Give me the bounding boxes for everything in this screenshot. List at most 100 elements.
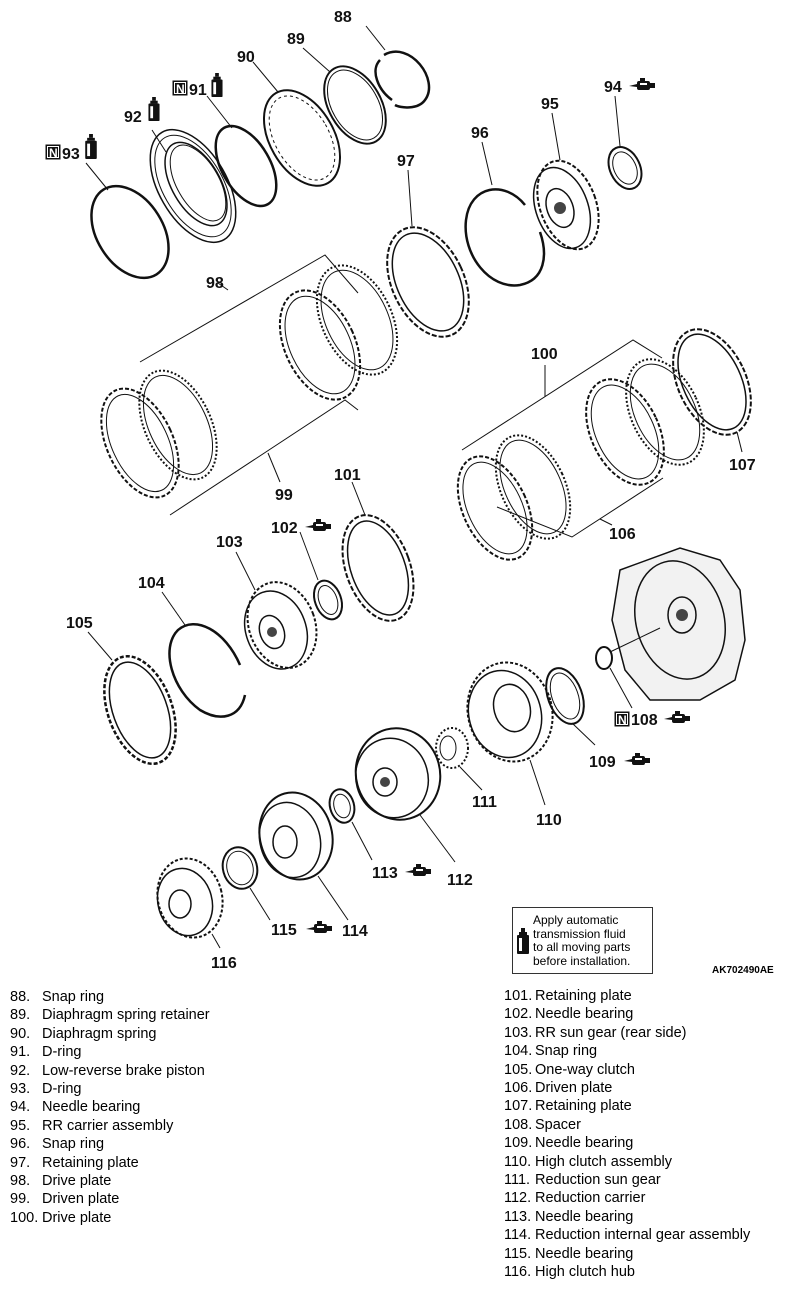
legend-item: 100.Drive plate — [10, 1209, 112, 1226]
part-109-needle-bearing — [545, 667, 585, 725]
legend-item: 111.Reduction sun gear — [504, 1172, 661, 1189]
oil-can-icon-115 — [306, 921, 332, 933]
part-90-diaphragm-spring — [263, 89, 341, 187]
part-103-rr-sun-gear — [243, 581, 318, 670]
oil-can-icon-113 — [405, 864, 431, 876]
callout-115: 115 — [271, 922, 297, 939]
legend-item: 88.Snap ring — [10, 989, 105, 1005]
note-line-2: transmission fluid — [533, 926, 626, 941]
callout-112: 112 — [447, 872, 473, 889]
clutch-pack-100-106 — [456, 358, 705, 561]
exploded-view-diagram: 88 89 90 N 91 92 N 93 94 95 96 97 98 99 … — [45, 9, 756, 972]
callout-96: 96 — [471, 125, 489, 142]
part-113-needle-bearing — [328, 788, 356, 824]
part-114-reduction-internal-gear-assembly — [258, 791, 334, 881]
part-101-retaining-plate — [341, 514, 415, 622]
part-93-d-ring — [90, 184, 170, 280]
part-108-spacer — [595, 646, 613, 670]
legend-item: 97.Retaining plate — [10, 1154, 139, 1171]
callout-97: 97 — [397, 153, 415, 170]
clutch-pack-98-99 — [100, 264, 399, 499]
callout-105: 105 — [66, 615, 93, 632]
part-97-retaining-plate — [386, 226, 470, 338]
atf-can-icon-93 — [85, 134, 97, 159]
callout-88: 88 — [334, 9, 352, 26]
callout-116: 116 — [211, 955, 237, 972]
bracket-106 — [496, 477, 664, 538]
new-part-letter-93: N — [49, 146, 58, 160]
callout-92: 92 — [124, 109, 142, 126]
part-91-d-ring — [214, 124, 278, 208]
legend-item: 106.Driven plate — [504, 1080, 613, 1097]
note-line-1: Apply automatic — [533, 913, 619, 927]
note-line-4: before installation. — [533, 953, 631, 968]
callout-113: 113 — [372, 865, 398, 882]
transmission-housing — [609, 547, 746, 701]
callout-114: 114 — [342, 923, 368, 940]
legend-item: 105.One-way clutch — [504, 1061, 635, 1078]
callout-110: 110 — [536, 812, 562, 829]
legend-item: 109.Needle bearing — [504, 1135, 634, 1152]
new-part-letter-91: N — [176, 82, 185, 96]
legend-item: 112.Reduction carrier — [504, 1190, 646, 1207]
oil-can-icon-109 — [624, 753, 650, 765]
legend-item: 90.Diaphragm spring — [10, 1025, 157, 1042]
callout-95: 95 — [541, 96, 559, 113]
part-89-diaphragm-spring-retainer — [323, 65, 387, 145]
callout-93: 93 — [62, 146, 80, 163]
callout-99: 99 — [275, 487, 293, 504]
legend-item: 104.Snap ring — [504, 1043, 598, 1060]
part-107-retaining-plate — [672, 328, 752, 436]
part-116-high-clutch-hub — [156, 857, 224, 939]
oil-can-icon-108 — [664, 711, 690, 723]
legend-item: 113.Needle bearing — [504, 1208, 634, 1225]
bracket-99 — [169, 399, 359, 516]
atf-can-icon-91 — [211, 73, 223, 97]
callout-109: 109 — [589, 754, 616, 771]
callout-90: 90 — [237, 49, 255, 66]
part-92-low-reverse-brake-piston — [149, 128, 237, 244]
legend-item: 114.Reduction internal gear assembly — [504, 1227, 751, 1244]
callout-94: 94 — [604, 79, 622, 96]
part-105-one-way-clutch — [103, 655, 177, 765]
new-part-letter-108: N — [618, 713, 627, 727]
atf-note-box: Apply automatic transmission fluid to al… — [512, 907, 653, 974]
legend-item: 103.RR sun gear (rear side) — [504, 1024, 687, 1041]
part-102-needle-bearing — [312, 579, 344, 621]
oil-can-icon-94 — [629, 78, 655, 90]
callout-111: 111 — [472, 794, 497, 811]
legend-item: 93.D-ring — [10, 1081, 82, 1098]
legend-item: 107.Retaining plate — [504, 1098, 632, 1115]
legend-item: 91.D-ring — [10, 1044, 82, 1061]
legend-item: 96.Snap ring — [10, 1136, 105, 1153]
parts-legend-left: 88.Snap ring 89.Diaphragm spring retaine… — [10, 988, 210, 1227]
part-94-needle-bearing — [607, 146, 643, 190]
callout-102: 102 — [271, 520, 298, 537]
part-104-snap-ring — [168, 623, 247, 718]
callout-104: 104 — [138, 575, 165, 592]
legend-item: 92.Low-reverse brake piston — [10, 1062, 205, 1079]
legend-item: 116.High clutch hub — [504, 1264, 635, 1281]
part-88-snap-ring — [374, 50, 431, 109]
legend-item: 94.Needle bearing — [10, 1099, 141, 1116]
callout-101: 101 — [334, 467, 361, 484]
legend-item: 115.Needle bearing — [504, 1245, 634, 1262]
legend-item: 98.Drive plate — [10, 1173, 112, 1190]
callout-107: 107 — [729, 457, 756, 474]
part-95-rr-carrier-assembly — [532, 159, 600, 251]
callout-98: 98 — [206, 275, 224, 292]
legend-item: 101.Retaining plate — [504, 988, 632, 1004]
part-110-high-clutch-assembly — [466, 661, 554, 763]
callout-106: 106 — [609, 526, 636, 543]
legend-item: 110.High clutch assembly — [504, 1153, 672, 1170]
parts-legend-right: 101.Retaining plate 102.Needle bearing 1… — [504, 987, 750, 1282]
bracket-98 — [139, 254, 359, 363]
part-111-reduction-sun-gear — [435, 727, 469, 769]
callout-103: 103 — [216, 534, 243, 551]
atf-can-icon — [517, 928, 529, 954]
part-115-needle-bearing — [221, 846, 259, 890]
legend-item: 102.Needle bearing — [504, 1006, 634, 1023]
atf-can-icon-92 — [148, 97, 160, 121]
callout-108: 108 — [631, 712, 658, 729]
legend-item: 99.Driven plate — [10, 1191, 120, 1208]
